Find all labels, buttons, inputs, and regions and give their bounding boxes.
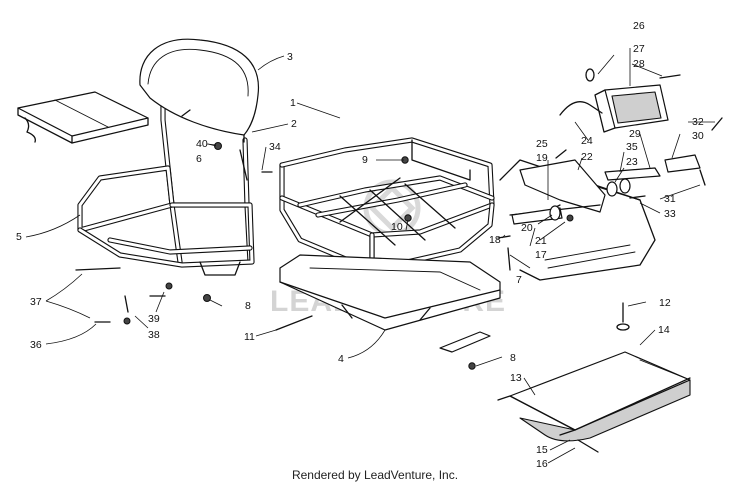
callout-23: 23 <box>626 156 638 168</box>
callout-25: 25 <box>536 138 548 150</box>
callout-35: 35 <box>626 141 638 153</box>
callout-11: 11 <box>244 331 255 343</box>
cargo-rack <box>279 137 495 273</box>
callout-3: 3 <box>287 51 293 63</box>
callout-18: 18 <box>489 234 501 246</box>
callout-5: 5 <box>16 231 22 243</box>
callout-36: 36 <box>30 339 42 351</box>
tail-panel <box>497 351 691 442</box>
callout-8-right: 8 <box>510 352 516 364</box>
callout-7: 7 <box>516 274 522 286</box>
callout-19: 19 <box>536 152 548 164</box>
footer-credit: Rendered by LeadVenture, Inc. <box>291 468 459 482</box>
callout-6: 6 <box>196 153 202 165</box>
callout-17: 17 <box>535 249 547 261</box>
rack-base-plate <box>279 254 501 331</box>
cargo-cover-panel <box>17 91 149 144</box>
callout-2: 2 <box>291 118 297 130</box>
callout-39: 39 <box>148 313 160 325</box>
callout-16: 16 <box>536 458 548 470</box>
callout-31: 31 <box>664 193 676 205</box>
callout-27: 27 <box>633 43 645 55</box>
callout-37: 37 <box>30 296 42 308</box>
callout-9: 9 <box>362 154 368 166</box>
callout-38: 38 <box>148 329 160 341</box>
callout-26: 26 <box>633 20 645 32</box>
callout-21: 21 <box>535 235 547 247</box>
callout-8-left: 8 <box>245 300 251 312</box>
callout-29: 29 <box>629 128 641 140</box>
callout-20: 20 <box>521 222 533 234</box>
callout-labels: 3 1 2 40 6 34 5 9 10 8 11 4 8 7 18 17 20… <box>16 20 704 470</box>
callout-24: 24 <box>581 135 593 147</box>
callout-12: 12 <box>659 297 671 309</box>
seat-back-cushion <box>139 38 260 143</box>
callout-34: 34 <box>269 141 281 153</box>
callout-4: 4 <box>338 353 344 365</box>
callout-15: 15 <box>536 444 548 456</box>
tail-light <box>559 68 669 133</box>
callout-32: 32 <box>692 116 704 128</box>
callout-1: 1 <box>290 97 296 109</box>
callout-14: 14 <box>658 324 670 336</box>
callout-13: 13 <box>510 372 522 384</box>
callout-22: 22 <box>581 151 593 163</box>
hardware-fasteners <box>75 74 723 453</box>
callout-10: 10 <box>391 221 403 233</box>
callout-40: 40 <box>196 138 208 150</box>
callout-33: 33 <box>664 208 676 220</box>
callout-30: 30 <box>692 130 704 142</box>
leader-lines <box>25 48 715 464</box>
callout-28: 28 <box>633 58 645 70</box>
